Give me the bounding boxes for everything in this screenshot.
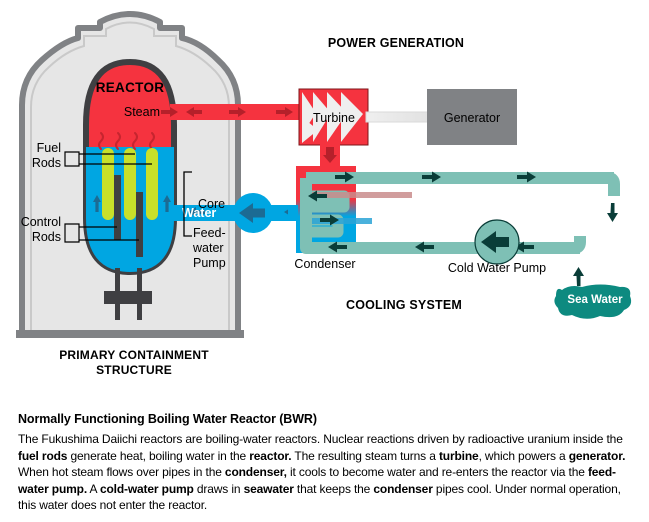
caption-text: A — [87, 481, 100, 496]
coolant-flow-arrows — [308, 171, 536, 253]
control-rods-label-line1: Control — [21, 215, 61, 229]
containment-caption-line2: STRUCTURE — [96, 363, 172, 377]
caption-emphasis: condenser, — [224, 465, 287, 479]
fuel-rods-label-line1: Fuel — [37, 141, 61, 155]
control-rods-leader — [64, 223, 139, 243]
feed-water-pump-label-line3: Pump — [193, 256, 226, 270]
control-rod-drives — [104, 268, 152, 320]
reactor-label: REACTOR — [96, 80, 165, 95]
caption-text: The resulting steam turns a — [291, 448, 439, 463]
caption-text: generate heat, boiling water in the — [67, 448, 250, 463]
caption-block: Normally Functioning Boiling Water React… — [0, 400, 649, 522]
sea-water-down-arrow-group — [573, 203, 618, 286]
caption-emphasis: feed-water pump. — [18, 465, 616, 496]
sea-water-label: Sea Water — [567, 294, 623, 306]
core-label: Core — [198, 197, 225, 211]
containment-base-slab — [16, 330, 244, 338]
cold-water-pump-label: Cold Water Pump — [448, 261, 546, 275]
turbine-exhaust-pipe — [320, 143, 340, 167]
caption-text: , which powers a — [478, 448, 569, 463]
core-bracket — [183, 171, 192, 237]
fuel-rods-leader — [64, 151, 152, 167]
caption-text: When hot steam flows over pipes in the — [18, 465, 225, 479]
caption-emphasis: condenser — [373, 481, 433, 496]
sea-water-corners — [566, 172, 620, 254]
cold-water-pump — [474, 219, 520, 265]
containment-inner-line — [30, 21, 230, 333]
coolant-inner-strips — [312, 192, 412, 224]
caption-text: that keeps the — [293, 481, 374, 496]
containment-caption-line1: PRIMARY CONTAINMENT — [59, 348, 209, 362]
control-rod-crossbar — [104, 291, 152, 304]
caption-body: The Fukushima Daiichi reactors are boili… — [18, 431, 631, 514]
steam-label: Steam — [124, 105, 160, 119]
caption-emphasis: fuel rods — [18, 448, 68, 463]
cooling-system-heading: COOLING SYSTEM — [346, 298, 462, 312]
steam-pipe — [161, 104, 300, 120]
generator-label: Generator — [444, 111, 500, 125]
feed-water-pump-label-line1: Feed- — [193, 226, 226, 240]
water-circulation-arrows — [93, 195, 171, 212]
turbine-blades — [302, 92, 363, 143]
steam-arrow-group — [161, 107, 293, 117]
exhaust-arrow — [323, 147, 337, 163]
feed-water-pump-arrow — [239, 203, 265, 223]
steam-flow-arrows — [186, 107, 202, 117]
turbine — [298, 88, 369, 146]
generator-box — [427, 89, 517, 145]
caption-title: Normally Functioning Boiling Water React… — [18, 412, 317, 426]
caption-text: pipes cool. Under normal operation, this… — [18, 481, 621, 513]
caption-emphasis: cold-water pump — [99, 481, 194, 496]
fuel-rods — [102, 148, 158, 220]
caption-emphasis: generator. — [568, 448, 626, 463]
fuel-rods-label-line2: Rods — [32, 156, 61, 170]
control-rods-label-line2: Rods — [32, 230, 61, 244]
feed-water-pump-label-line2: water — [192, 241, 224, 255]
caption-text: draws in — [193, 481, 244, 496]
water-label: Water — [182, 206, 216, 220]
feed-water-line — [170, 193, 301, 233]
cold-water-pump-arrow — [481, 231, 509, 253]
turbine-generator-shaft — [365, 111, 429, 123]
boiling-squiggles — [98, 132, 155, 150]
sea-water-blob — [554, 284, 632, 319]
caption-emphasis: seawater — [243, 481, 294, 496]
condenser-label: Condenser — [294, 257, 355, 271]
caption-emphasis: turbine — [438, 448, 479, 463]
bwr-diagram: REACTOR Steam Water Core Fuel Rod — [16, 11, 632, 377]
caption-emphasis: reactor. — [249, 448, 292, 463]
control-rods — [114, 175, 143, 257]
power-generation-heading: POWER GENERATION — [328, 36, 464, 50]
caption-text: it cools to become water and re-enters t… — [286, 465, 588, 479]
turbine-label: Turbine — [313, 111, 355, 125]
reactor-pressure-vessel — [83, 58, 177, 320]
caption-text: The Fukushima Daiichi reactors are boili… — [18, 432, 623, 446]
